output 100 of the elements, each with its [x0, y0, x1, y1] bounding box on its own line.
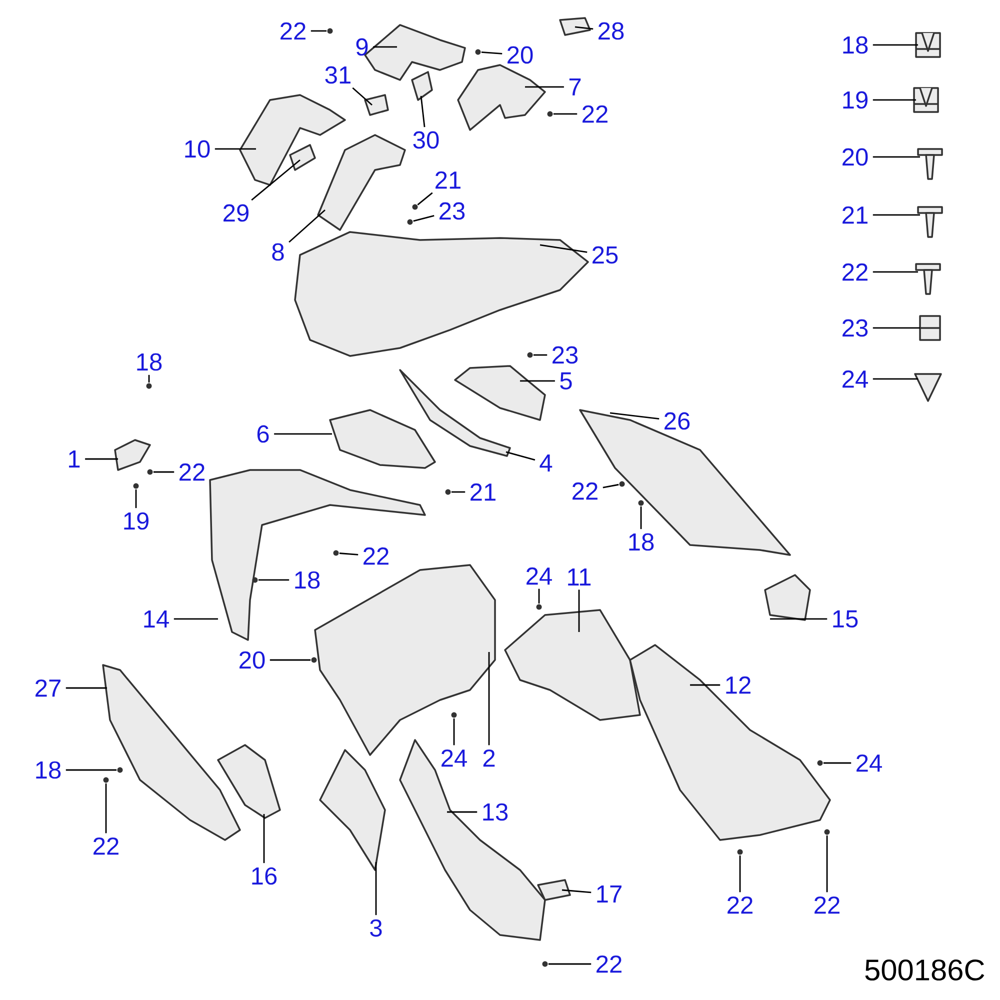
callout-number: 31: [325, 66, 350, 84]
callout-number: 22: [582, 105, 608, 123]
leader-line: [640, 506, 642, 530]
fastener-icon: [914, 373, 942, 402]
leader-line: [263, 814, 265, 864]
part-drawing: [537, 879, 571, 901]
fastener-icon: [117, 767, 123, 773]
part-drawing: [411, 71, 433, 101]
leader-line: [373, 46, 397, 48]
fastener-icon: [327, 28, 333, 34]
fastener-icon: [915, 263, 941, 295]
callout-number: 23: [552, 346, 578, 364]
leader-line: [174, 618, 218, 620]
part-drawing: [504, 609, 641, 721]
callout-number: 30: [413, 131, 439, 149]
callout-number: 27: [36, 679, 60, 697]
leader-line: [533, 354, 548, 356]
callout-number: 16: [252, 867, 277, 885]
part-drawing: [399, 739, 546, 941]
callout-number: 22: [728, 896, 752, 914]
callout-number: 22: [280, 22, 306, 40]
callout-number: 14: [144, 610, 169, 628]
fastener-icon: [817, 760, 823, 766]
fastener-icon: [619, 481, 625, 487]
leader-line: [872, 99, 916, 101]
callout-number: 18: [36, 761, 61, 779]
fastener-icon: [311, 657, 317, 663]
leader-line: [690, 684, 720, 686]
callout-number: 5: [560, 372, 572, 390]
leader-line: [339, 552, 358, 556]
leader-line: [770, 618, 828, 620]
fastener-icon: [407, 219, 413, 225]
callout-number: 29: [224, 204, 249, 222]
callout-number: 24: [526, 567, 552, 585]
leader-line: [274, 433, 332, 435]
leader-line: [506, 451, 536, 461]
part-drawing: [114, 439, 151, 471]
callout-number: 20: [842, 148, 868, 166]
part-drawing: [454, 365, 546, 421]
fastener-icon: [527, 352, 533, 358]
callout-number: 6: [257, 425, 269, 443]
callout-number: 22: [596, 955, 622, 973]
leader-line: [447, 811, 478, 813]
callout-number: 18: [843, 36, 868, 54]
callout-number: 22: [842, 263, 868, 281]
leader-line: [872, 271, 918, 273]
fastener-icon: [824, 829, 830, 835]
leader-line: [135, 489, 137, 508]
leader-line: [488, 652, 490, 746]
fastener-icon: [917, 206, 943, 238]
callout-number: 4: [540, 454, 552, 472]
fastener-icon: [451, 712, 457, 718]
leader-line: [352, 87, 372, 106]
fastener-icon: [103, 777, 109, 783]
callout-number: 8: [272, 243, 284, 261]
callout-number: 19: [843, 91, 868, 109]
callout-number: 9: [356, 38, 368, 56]
leader-line: [562, 889, 592, 894]
callout-number: 11: [568, 568, 591, 586]
callout-number: 22: [572, 482, 598, 500]
callout-number: 24: [442, 749, 467, 767]
leader-line: [153, 471, 174, 473]
fastener-icon: [917, 148, 943, 180]
part-drawing: [559, 17, 591, 36]
callout-number: 20: [508, 46, 533, 64]
leader-line: [105, 783, 107, 834]
leader-line: [288, 209, 326, 243]
leader-line: [148, 374, 150, 383]
fastener-icon: [147, 469, 153, 475]
leader-line: [420, 96, 426, 128]
leader-line: [66, 769, 117, 771]
fastener-icon: [737, 849, 743, 855]
callout-number: 10: [185, 140, 210, 158]
callout-number: 1: [69, 450, 80, 468]
callout-number: 24: [842, 370, 868, 388]
callout-number: 20: [240, 651, 265, 669]
leader-line: [453, 718, 455, 746]
callout-number: 28: [598, 22, 624, 40]
part-drawing: [239, 94, 346, 186]
fastener-icon: [146, 383, 152, 389]
part-drawing: [629, 644, 831, 841]
leader-line: [451, 491, 466, 493]
drawing-number: 500186C: [865, 959, 984, 981]
leader-line: [739, 855, 741, 892]
callout-number: 22: [364, 547, 388, 565]
callout-number: 23: [842, 319, 868, 337]
callout-number: 22: [814, 896, 840, 914]
leader-line: [553, 113, 578, 115]
leader-line: [872, 327, 920, 329]
callout-number: 22: [94, 837, 118, 855]
fastener-icon: [412, 204, 418, 210]
callout-number: 18: [629, 533, 654, 551]
fastener-icon: [638, 500, 644, 506]
leader-line: [66, 687, 107, 689]
leader-line: [270, 659, 311, 661]
callout-number: 25: [592, 246, 618, 264]
leader-line: [578, 590, 580, 632]
leader-line: [85, 458, 118, 460]
leader-line: [214, 148, 256, 150]
leader-line: [872, 44, 918, 46]
